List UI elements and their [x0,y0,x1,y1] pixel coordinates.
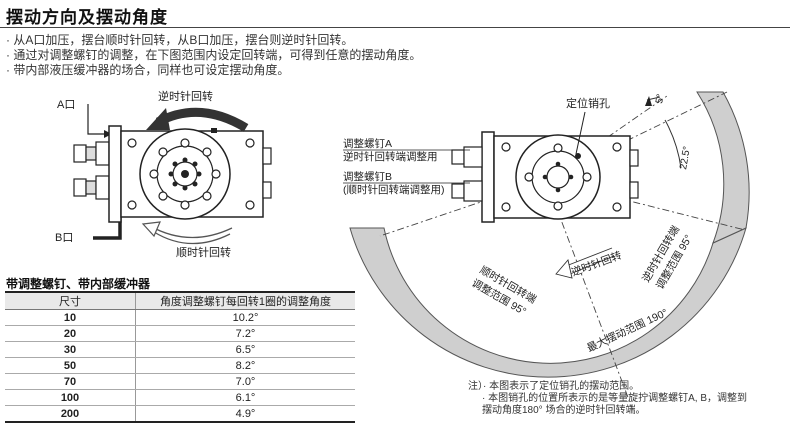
angle-cell: 6.1° [135,389,355,406]
angle-22-label: 22.5° [678,145,693,170]
ccw-rotation-arrow [568,249,612,271]
angle-cell: 6.5° [135,341,355,358]
ccw-rotation-arrowhead [555,259,573,279]
center-ray [545,91,728,181]
title-divider [0,27,790,28]
right-inner-ring [531,150,585,204]
locating-pin-label: 定位销孔 [566,96,610,110]
size-cell: 100 [5,389,136,406]
cw-end-range: 调整范围 95° [470,276,529,318]
screw-a-label: 调整螺钉A [343,137,392,150]
size-cell: 30 [5,341,136,358]
right-holes [501,142,622,212]
rotary-table [139,128,231,220]
actuator-body [120,130,264,218]
max-range-label: 最大摆动范围 190° [585,306,670,355]
screw-a-purpose: 逆时针回转端调整用 [343,150,438,163]
size-header: 尺寸 [5,291,136,310]
hub-holes [168,157,202,191]
table-header-row: 尺寸 角度调整螺钉每回转1圈的调整角度 [5,291,355,310]
angle-5-arc [646,96,661,101]
right-stub-upper [262,147,272,165]
size-cell: 20 [5,325,136,342]
angle-header: 角度调整螺钉每回转1圈的调整角度 [135,291,355,310]
port-b-arrowhead [114,200,126,212]
right-stub-2 [629,181,639,199]
angle-cell: 7.0° [135,373,355,390]
locating-pin-hole [575,153,581,159]
cw-end-label: 顺时针回转端 [478,263,539,306]
port-a-arrow [87,104,104,135]
size-cell: 50 [5,357,136,374]
lower-ray [545,179,746,231]
cw-arrow-inner [153,231,231,245]
right-fittings [451,146,483,202]
angle-cell: 7.2° [135,325,355,342]
ccw-rotation-label: 逆时针回转 [570,248,624,278]
port-b-label: B口 [55,232,73,244]
bullet-item: · 从A口加压，摆台顺时针回转，从B口加压，摆台则逆时针回转。 [6,33,354,47]
table-title: 带调整螺钉、带内部缓冲器 [6,277,151,291]
locating-pin-leader [575,111,586,155]
note-line: 注）· 本图表示了定位销孔的摆动范围。 [468,381,640,392]
bullet-item: · 带内部液压缓冲器的场合，同样也可设定摆动角度。 [6,63,290,77]
end-plate [108,125,122,223]
table-hub [172,161,198,187]
bullet-item: · 通过对调整螺钉的调整，在下图范围内设定回转端，可得到任意的摆动角度。 [6,48,422,62]
swing-range-outer [712,91,734,244]
angle-cell: 8.2° [135,357,355,374]
angle-5-tick [645,96,652,106]
swing-band-right [696,91,750,244]
table-center [181,170,189,178]
ccw-arrow [155,107,249,132]
port-a-label: A口 [57,99,75,111]
right-hub-holes [542,161,574,193]
right-end-plate [481,131,495,223]
fitting-upper [73,141,110,166]
body-bolts [127,138,255,210]
description-list: · 从A口加压，摆台顺时针回转，从B口加压，摆台则逆时针回转。 · 通过对调整螺… [6,33,421,78]
size-cell: 10 [5,309,136,326]
right-stub-1 [629,149,639,167]
cw-label: 顺时针回转 [176,245,231,259]
right-stub-lower [262,181,272,199]
angle-cell: 10.2° [135,309,355,326]
screw-b-label: 调整螺钉B [343,170,392,183]
size-cell: 70 [5,373,136,390]
ccw-rotation-arrow-outline [565,247,615,275]
port-b-arrow [93,210,122,240]
cw-arrowhead [141,221,161,238]
ccw-label: 逆时针回转 [158,89,213,103]
left-ray [379,179,547,237]
mounting-holes [149,138,221,210]
page-title: 摆动方向及摆动角度 [6,8,168,27]
swing-range-band [349,227,747,378]
body-marker [211,128,217,133]
right-actuator-body [493,135,631,219]
range-divider [545,179,633,409]
note-line: · 本图销孔的位置所表示的是等量旋拧调整螺钉A, B，调整到 [482,393,748,404]
right-rotary-table [515,134,601,220]
ccw-end-range: 调整范围 95° [653,232,695,291]
notes: 注）· 本图表示了定位销孔的摆动范围。 · 本图销孔的位置所表示的是等量旋拧调整… [468,381,747,417]
angle-5-label: 5° [654,93,666,104]
screw-b-purpose: (顺时针回转端调整用) [343,183,445,196]
port-a-arrowhead [104,130,112,138]
table-inner-ring [156,145,214,203]
ccw-arrowhead [146,108,170,130]
ccw-end-label: 逆时针回转端 [639,223,682,284]
note-line: 摆动角度180° 场合的逆时针回转端。 [482,405,646,416]
angle-22-arc [664,119,682,169]
right-hub [546,165,570,189]
angle-ray [545,95,668,181]
cw-arrow [149,225,233,239]
fitting-lower [73,175,110,200]
